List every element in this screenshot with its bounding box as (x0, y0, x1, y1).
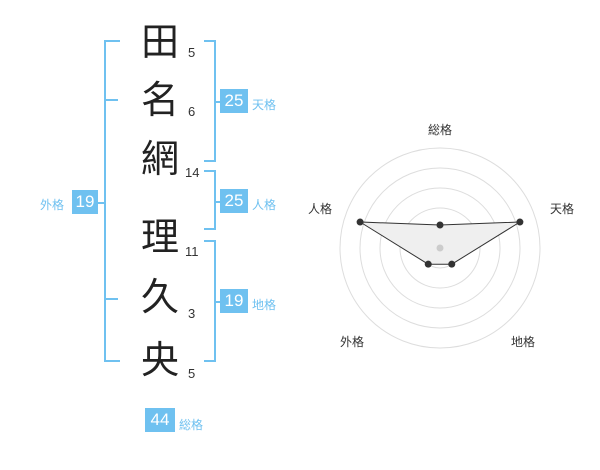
tenkaku-connector (214, 101, 222, 103)
radar-ring-3 (379, 187, 501, 309)
name-char-6: 央 (140, 338, 179, 382)
radar-axis-label-tenkaku: 天格 (550, 201, 574, 216)
jinkaku-badge: 25 (220, 189, 248, 213)
stroke-count-4: 11 (185, 244, 199, 259)
radar-rings (339, 147, 541, 349)
radar-point-3 (448, 260, 456, 268)
stroke-count-5: 3 (188, 306, 196, 321)
radar-ring-2 (399, 207, 481, 289)
stroke-count-3: 14 (185, 165, 200, 180)
chikaku-connector (214, 301, 222, 303)
radar-points (356, 218, 524, 268)
gaikaku-badge: 19 (72, 190, 98, 214)
jinkaku-label: 人格 (252, 198, 277, 212)
gaikaku-bracket-tick-top (104, 99, 118, 101)
radar-axis-label-soukaku: 総格 (428, 122, 452, 137)
tenkaku-badge: 25 (220, 89, 248, 113)
radar-point-1 (436, 221, 444, 229)
name-char-3: 網 (140, 137, 179, 181)
chikaku-label: 地格 (252, 298, 277, 312)
radar-axis-label-chikaku: 地格 (511, 334, 535, 349)
soukaku-label: 総格 (179, 418, 204, 432)
radar-axis-label-gaikaku: 外格 (340, 334, 364, 349)
name-char-4: 理 (140, 215, 179, 259)
gaikaku-bracket-tick-bottom (104, 298, 118, 300)
radar-point-4 (424, 260, 432, 268)
stroke-count-6: 5 (188, 366, 196, 381)
name-char-5: 久 (140, 275, 179, 319)
gaikaku-label: 外格 (40, 198, 65, 212)
radar-ring-4 (359, 167, 521, 329)
name-char-2: 名 (140, 78, 179, 122)
jinkaku-bracket (204, 170, 216, 230)
tenkaku-label: 天格 (252, 98, 277, 112)
radar-axis-label-jinkaku: 人格 (308, 201, 332, 216)
name-char-1: 田 (140, 20, 179, 64)
gaikaku-connector (96, 202, 104, 204)
soukaku-badge: 44 (145, 408, 175, 432)
stroke-count-1: 5 (188, 45, 196, 60)
radar-point-5 (356, 218, 364, 226)
chikaku-badge: 19 (220, 289, 248, 313)
radar-point-2 (516, 218, 524, 226)
gaikaku-bracket (104, 40, 120, 362)
radar-ring-5 (339, 147, 541, 349)
radar-center-dot (436, 244, 444, 252)
radar-area (358, 221, 522, 265)
radar-chart: 総格 天格 地格 外格 人格 (308, 122, 574, 349)
jinkaku-connector (214, 201, 222, 203)
stroke-count-2: 6 (188, 104, 196, 119)
